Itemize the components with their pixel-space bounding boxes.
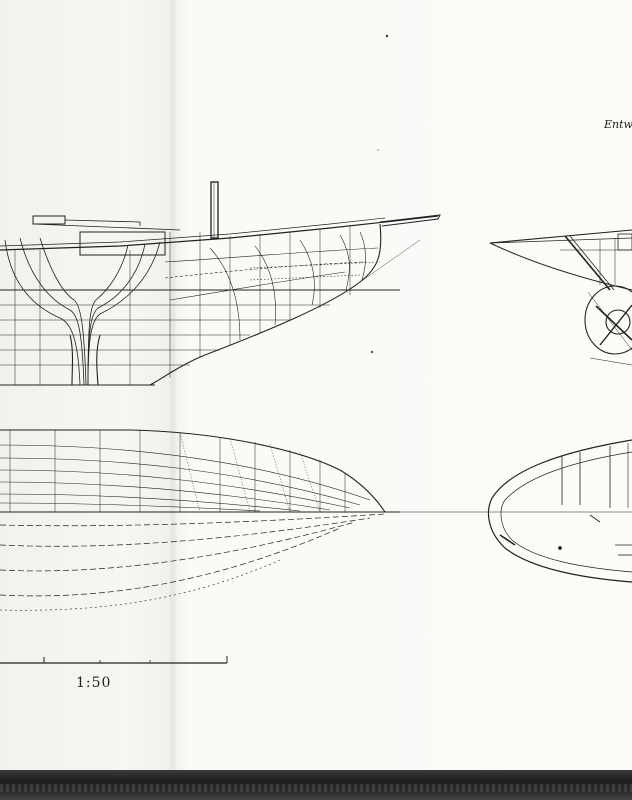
right-deck-drawing — [489, 229, 632, 366]
scale-label: 1:50 — [76, 675, 112, 691]
binding-texture — [0, 784, 632, 792]
header-caption: Entw — [604, 118, 632, 131]
side-profile-drawing — [0, 181, 441, 386]
right-plan-drawing — [487, 439, 632, 583]
page-fold — [168, 0, 178, 770]
scale-bar — [0, 656, 228, 664]
book-binding-strip — [0, 770, 632, 800]
half-breadth-plan — [0, 429, 632, 611]
